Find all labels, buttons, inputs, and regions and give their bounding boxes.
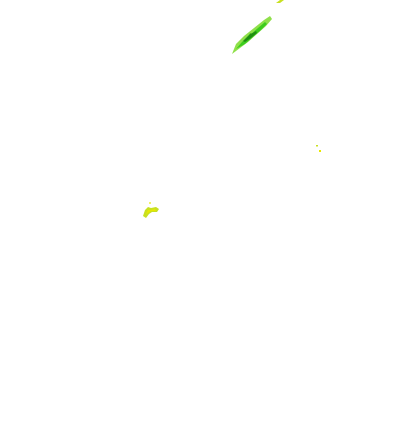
precip-band-core-dot bbox=[249, 33, 253, 37]
precip-speck-1 bbox=[316, 145, 318, 147]
precip-edge-outer bbox=[276, 0, 284, 3]
precip-west-dot bbox=[149, 202, 151, 204]
precip-west-inner bbox=[146, 209, 156, 214]
precip-band-core bbox=[243, 31, 257, 42]
precip-west-outer bbox=[143, 207, 159, 218]
precip-cell-northeast-band bbox=[232, 16, 272, 54]
precip-cell-west-center bbox=[143, 202, 159, 218]
precip-cell-small-east bbox=[316, 145, 321, 152]
precip-speck-2 bbox=[319, 150, 321, 152]
precip-cell-edge-fragment bbox=[276, 0, 284, 3]
